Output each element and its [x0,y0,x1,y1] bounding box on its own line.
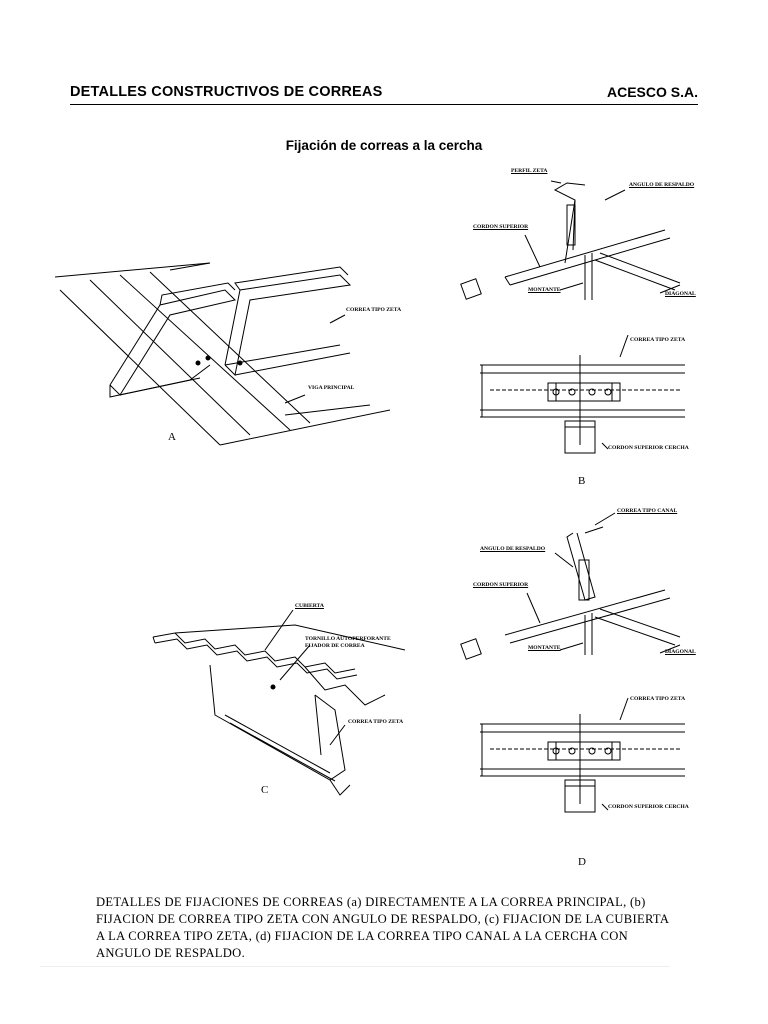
label-correa-tipo-zeta-d: CORREA TIPO ZETA [630,696,686,702]
figure-a-drawing [54,262,391,446]
figure-b-top: PERFIL ZETA ANGULO DE RESPALDO CORDON SU… [455,165,705,310]
figure-d-top-drawing [460,512,681,660]
figure-d-bottom-drawing [480,697,685,813]
figure-letter-c: C [261,784,269,796]
page-header: DETALLES CONSTRUCTIVOS DE CORREAS ACESCO… [70,84,698,105]
figure-letter-b: B [578,475,586,487]
label-correa-tipo-zeta: CORREA TIPO ZETA [346,307,402,313]
document-title: DETALLES CONSTRUCTIVOS DE CORREAS [70,84,383,100]
figure-letter-a: A [168,431,176,443]
label-montante: MONTANTE [528,287,561,293]
footer-divider [40,966,670,967]
label-correa-tipo-zeta-c: CORREA TIPO ZETA [348,719,404,725]
section-subtitle: Fijación de correas a la cercha [285,138,483,153]
figure-c-drawing [152,609,406,796]
caption-line: FIJACION DE CORREA TIPO ZETA CON ANGULO … [96,912,670,926]
caption-line: ANGULO DE RESPALDO. [96,946,246,960]
label-cordon-superior-cercha-b: CORDON SUPERIOR CERCHA [608,445,689,451]
figure-letter-d: D [578,856,586,868]
label-perfil-zeta: PERFIL ZETA [511,168,548,174]
figure-b-top-drawing [460,180,681,300]
figure-c: CUBIERTA TORNILLO AUTOPERFORANTE FIJADOR… [145,595,420,805]
label-diagonal-d: DIAGONAL [665,649,696,655]
label-fijador-de-correa: FIJADOR DE CORREA [305,643,365,649]
label-correa-tipo-canal: CORREA TIPO CANAL [617,508,678,514]
label-correa-tipo-zeta-b: CORREA TIPO ZETA [630,337,686,343]
figure-b-bottom-drawing [480,335,685,454]
label-cubierta: CUBIERTA [295,603,324,609]
label-cordon-superior-d: CORDON SUPERIOR [473,582,529,588]
label-angulo-respaldo: ANGULO DE RESPALDO [629,182,695,188]
label-cordon-superior: CORDON SUPERIOR [473,224,529,230]
figure-caption: DETALLES DE FIJACIONES DE CORREAS (a) DI… [96,894,696,962]
company-name: ACESCO S.A. [606,84,698,100]
figure-a: CORREA TIPO ZETA VIGA PRINCIPAL A [50,245,410,455]
label-montante-d: MONTANTE [528,645,561,651]
figure-b-bottom: CORREA TIPO ZETA CORDON SUPERIOR CERCHA … [470,335,700,490]
caption-line: DETALLES DE FIJACIONES DE CORREAS (a) DI… [96,895,646,909]
figure-d-bottom: CORREA TIPO ZETA CORDON SUPERIOR CERCHA … [470,694,700,874]
figure-d-top: CORREA TIPO CANAL ANGULO DE RESPALDO COR… [455,505,705,665]
label-diagonal: DIAGONAL [665,291,696,297]
caption-line: A LA CORREA TIPO ZETA, (d) FIJACION DE L… [96,929,629,943]
label-angulo-respaldo-d: ANGULO DE RESPALDO [480,546,546,552]
label-cordon-superior-cercha-d: CORDON SUPERIOR CERCHA [608,804,689,810]
label-viga-principal: VIGA PRINCIPAL [308,385,355,391]
label-tornillo-autoperforante: TORNILLO AUTOPERFORANTE [305,636,391,642]
